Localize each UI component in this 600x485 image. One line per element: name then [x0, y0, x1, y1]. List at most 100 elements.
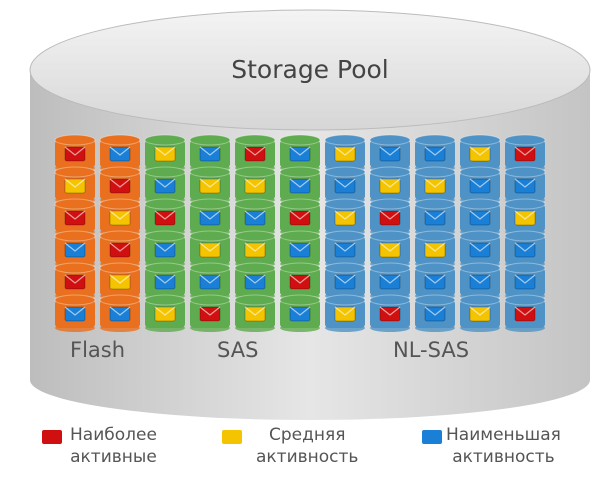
- disk: [54, 262, 96, 300]
- tier-label-flash: Flash: [70, 338, 126, 362]
- disk: [324, 198, 366, 236]
- envelope-icon: [289, 274, 311, 290]
- disk: [99, 198, 141, 236]
- envelope-icon: [199, 242, 221, 258]
- disk: [234, 294, 276, 332]
- disk: [144, 230, 186, 268]
- envelope-icon: [154, 178, 176, 194]
- disk: [324, 230, 366, 268]
- disk: [99, 134, 141, 172]
- disk: [369, 294, 411, 332]
- disk: [279, 198, 321, 236]
- tier-label-nl-sas: NL-SAS: [393, 338, 470, 362]
- envelope-icon: [289, 306, 311, 322]
- envelope-icon: [514, 242, 536, 258]
- disk: [54, 166, 96, 204]
- envelope-icon: [334, 242, 356, 258]
- disk: [99, 166, 141, 204]
- envelope-icon: [199, 274, 221, 290]
- envelope-icon: [469, 178, 491, 194]
- envelope-icon: [424, 210, 446, 226]
- disk: [414, 230, 456, 268]
- envelope-icon: [514, 146, 536, 162]
- disk: [504, 166, 546, 204]
- tier-label-sas: SAS: [217, 338, 259, 362]
- envelope-icon: [469, 306, 491, 322]
- disk: [144, 198, 186, 236]
- envelope-icon: [469, 210, 491, 226]
- disk: [369, 166, 411, 204]
- legend-swatch-medium: [222, 430, 242, 444]
- disk: [234, 198, 276, 236]
- disk: [459, 230, 501, 268]
- disk: [504, 198, 546, 236]
- envelope-icon: [514, 274, 536, 290]
- envelope-icon: [154, 242, 176, 258]
- envelope-icon: [379, 178, 401, 194]
- disk: [414, 166, 456, 204]
- disk: [234, 262, 276, 300]
- disk: [414, 294, 456, 332]
- envelope-icon: [334, 274, 356, 290]
- envelope-icon: [514, 178, 536, 194]
- envelope-icon: [109, 274, 131, 290]
- disk: [459, 262, 501, 300]
- envelope-icon: [514, 306, 536, 322]
- disk: [144, 262, 186, 300]
- envelope-icon: [244, 210, 266, 226]
- disk: [279, 262, 321, 300]
- envelope-icon: [289, 242, 311, 258]
- envelope-icon: [154, 146, 176, 162]
- envelope-icon: [469, 242, 491, 258]
- disk: [324, 166, 366, 204]
- envelope-icon: [334, 306, 356, 322]
- envelope-icon: [379, 306, 401, 322]
- envelope-icon: [379, 242, 401, 258]
- disk: [414, 134, 456, 172]
- disk: [459, 198, 501, 236]
- disk: [504, 134, 546, 172]
- envelope-icon: [289, 178, 311, 194]
- envelope-icon: [469, 146, 491, 162]
- disk: [369, 262, 411, 300]
- envelope-icon: [334, 210, 356, 226]
- disk: [459, 166, 501, 204]
- envelope-icon: [334, 178, 356, 194]
- envelope-icon: [154, 306, 176, 322]
- envelope-icon: [109, 210, 131, 226]
- envelope-icon: [64, 210, 86, 226]
- envelope-icon: [289, 146, 311, 162]
- disk: [189, 294, 231, 332]
- disk: [54, 198, 96, 236]
- envelope-icon: [244, 146, 266, 162]
- envelope-icon: [424, 242, 446, 258]
- envelope-icon: [199, 178, 221, 194]
- disk: [189, 262, 231, 300]
- disk: [99, 294, 141, 332]
- disk: [99, 262, 141, 300]
- envelope-icon: [424, 306, 446, 322]
- envelope-icon: [289, 210, 311, 226]
- envelope-icon: [64, 274, 86, 290]
- envelope-icon: [424, 274, 446, 290]
- disk: [414, 198, 456, 236]
- disk: [189, 134, 231, 172]
- envelope-icon: [244, 242, 266, 258]
- disk: [324, 294, 366, 332]
- envelope-icon: [64, 178, 86, 194]
- disk: [279, 134, 321, 172]
- disk: [144, 294, 186, 332]
- envelope-icon: [244, 178, 266, 194]
- disk: [189, 198, 231, 236]
- envelope-icon: [64, 306, 86, 322]
- envelope-icon: [199, 146, 221, 162]
- disk: [54, 294, 96, 332]
- disk: [324, 134, 366, 172]
- disk: [414, 262, 456, 300]
- disk: [189, 230, 231, 268]
- envelope-icon: [424, 178, 446, 194]
- envelope-icon: [424, 146, 446, 162]
- disk: [99, 230, 141, 268]
